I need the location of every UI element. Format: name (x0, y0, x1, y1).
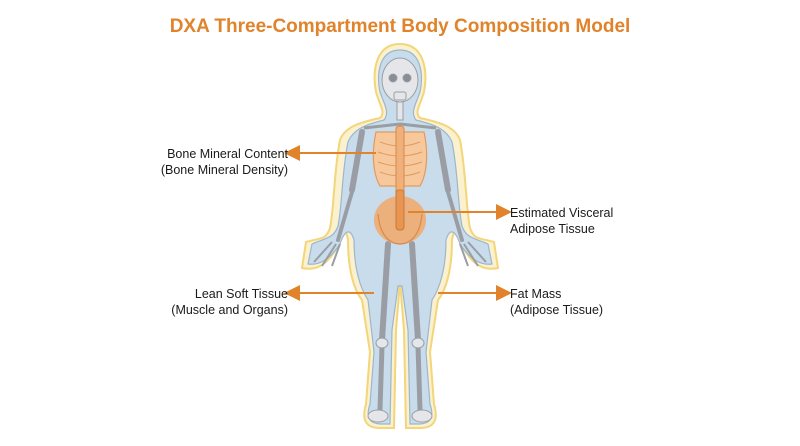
lean-label-line1: Lean Soft Tissue (120, 286, 288, 302)
lean-label-line2: (Muscle and Organs) (120, 302, 288, 318)
bone-label: Bone Mineral Content (Bone Mineral Densi… (120, 146, 288, 178)
visceral-label-line1: Estimated Visceral (510, 205, 680, 221)
visceral-label: Estimated Visceral Adipose Tissue (510, 205, 680, 237)
bone-label-line1: Bone Mineral Content (120, 146, 288, 162)
fat-label-line1: Fat Mass (510, 286, 680, 302)
lean-label: Lean Soft Tissue (Muscle and Organs) (120, 286, 288, 318)
bone-label-line2: (Bone Mineral Density) (120, 162, 288, 178)
fat-label-line2: (Adipose Tissue) (510, 302, 680, 318)
fat-label: Fat Mass (Adipose Tissue) (510, 286, 680, 318)
visceral-label-line2: Adipose Tissue (510, 221, 680, 237)
